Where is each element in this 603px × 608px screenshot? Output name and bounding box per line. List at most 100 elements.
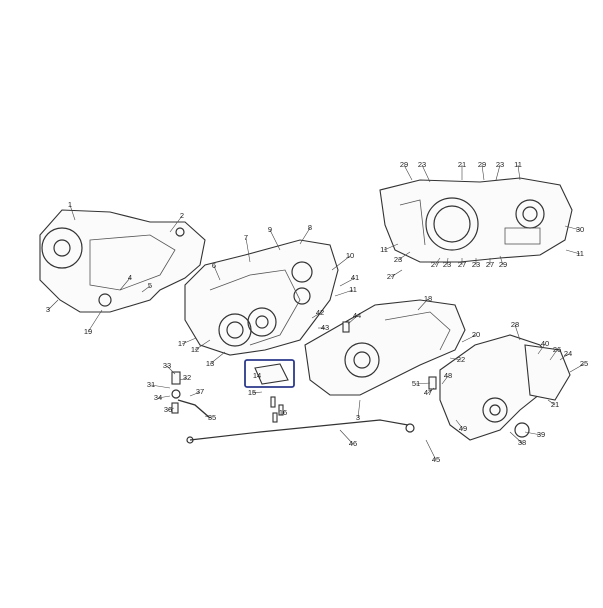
callout-27: 27 (431, 260, 439, 269)
callout-leader-18 (417, 298, 429, 311)
callout-3: 3 (46, 305, 50, 314)
callout-48: 48 (444, 371, 452, 380)
callout-51: 51 (412, 379, 420, 388)
callout-leader-11 (383, 243, 399, 251)
callout-leader-31 (150, 384, 171, 389)
callout-40: 40 (541, 339, 549, 348)
callout-4: 4 (128, 273, 132, 282)
callout-16: 16 (279, 408, 287, 417)
callout-leader-11 (517, 164, 521, 181)
callout-46: 46 (349, 439, 357, 448)
callout-leader-4 (119, 277, 131, 291)
callout-leader-26 (549, 349, 558, 361)
callout-leader-48 (441, 375, 449, 385)
callout-leader-19 (87, 309, 103, 333)
callout-44: 44 (353, 311, 361, 320)
callout-leader-11 (565, 249, 581, 255)
gasket-14 (244, 359, 295, 388)
callout-28: 28 (511, 320, 519, 329)
callout-leader-20 (461, 334, 477, 343)
callout-29: 29 (478, 160, 486, 169)
callout-23: 23 (394, 255, 402, 264)
callout-leader-3 (357, 399, 361, 419)
callout-leader-34 (157, 395, 171, 399)
callout-leader-17 (181, 337, 197, 345)
callout-3: 3 (356, 413, 360, 422)
callout-41: 41 (351, 273, 359, 282)
callout-leader-47 (427, 387, 435, 394)
callout-31: 31 (147, 380, 155, 389)
callout-leader-51 (415, 382, 431, 385)
callout-27: 27 (486, 260, 494, 269)
right-side-cover (439, 334, 571, 441)
callout-23: 23 (472, 260, 480, 269)
callout-leader-45 (425, 439, 437, 461)
callout-13: 13 (206, 359, 214, 368)
callout-45: 45 (432, 455, 440, 464)
callout-12: 12 (191, 345, 199, 354)
cable-46 (186, 419, 415, 444)
callout-leader-38 (509, 431, 523, 444)
callout-leader-11 (334, 289, 354, 297)
callout-leader-6 (213, 265, 221, 281)
callout-leader-29 (481, 164, 485, 181)
callout-leader-39 (524, 431, 542, 436)
callout-29: 29 (400, 160, 408, 169)
callout-38: 38 (518, 438, 526, 447)
left-crankcase-half (184, 239, 339, 356)
callout-11: 11 (349, 285, 357, 294)
callout-27: 27 (387, 272, 395, 281)
callout-leader-10 (331, 255, 351, 271)
callout-leader-23 (495, 164, 501, 181)
top-crankcase-view (379, 177, 573, 263)
callout-leader-7 (245, 237, 251, 263)
callout-leader-30 (564, 225, 581, 231)
highlight-box (244, 359, 295, 388)
callout-leader-23 (421, 164, 431, 183)
callout-leader-27 (434, 257, 441, 266)
hose-35 (177, 399, 211, 419)
callout-42: 42 (316, 308, 324, 317)
callout-leader-23 (397, 251, 411, 261)
callout-18: 18 (424, 294, 432, 303)
callout-30: 30 (576, 225, 584, 234)
fasteners-left (171, 321, 437, 423)
callout-leader-22 (449, 357, 462, 361)
callout-leader-25 (569, 363, 585, 373)
callout-24: 24 (564, 349, 572, 358)
callout-29: 29 (499, 260, 507, 269)
callout-leader-8 (299, 227, 311, 245)
callout-27: 27 (458, 260, 466, 269)
callout-leader-29 (403, 164, 413, 181)
callout-15: 15 (248, 388, 256, 397)
callout-22: 22 (457, 355, 465, 364)
callout-17: 17 (178, 339, 186, 348)
callout-leader-46 (339, 429, 354, 445)
callout-43: 43 (321, 323, 329, 332)
callout-11: 11 (514, 160, 522, 169)
callout-47: 47 (424, 388, 432, 397)
callout-26: 26 (553, 345, 561, 354)
callout-leader-21 (547, 399, 556, 406)
callout-leader-41 (339, 277, 356, 287)
callout-23: 23 (496, 160, 504, 169)
callout-2: 2 (180, 211, 184, 220)
callout-37: 37 (196, 387, 204, 396)
callout-11: 11 (576, 249, 584, 258)
callout-leader-5 (141, 285, 151, 293)
callout-leader-40 (537, 343, 546, 355)
callout-25: 25 (580, 359, 588, 368)
callout-leader-15 (251, 391, 263, 394)
callout-33: 33 (163, 361, 171, 370)
callout-leader-44 (347, 315, 358, 325)
callout-7: 7 (244, 233, 248, 242)
left-crankcase-cover (39, 209, 206, 313)
callout-23: 23 (418, 160, 426, 169)
callout-21: 21 (551, 400, 559, 409)
callout-leader-32 (179, 377, 188, 381)
callout-leader-24 (559, 353, 569, 361)
callout-32: 32 (183, 373, 191, 382)
callout-leader-42 (311, 312, 321, 319)
